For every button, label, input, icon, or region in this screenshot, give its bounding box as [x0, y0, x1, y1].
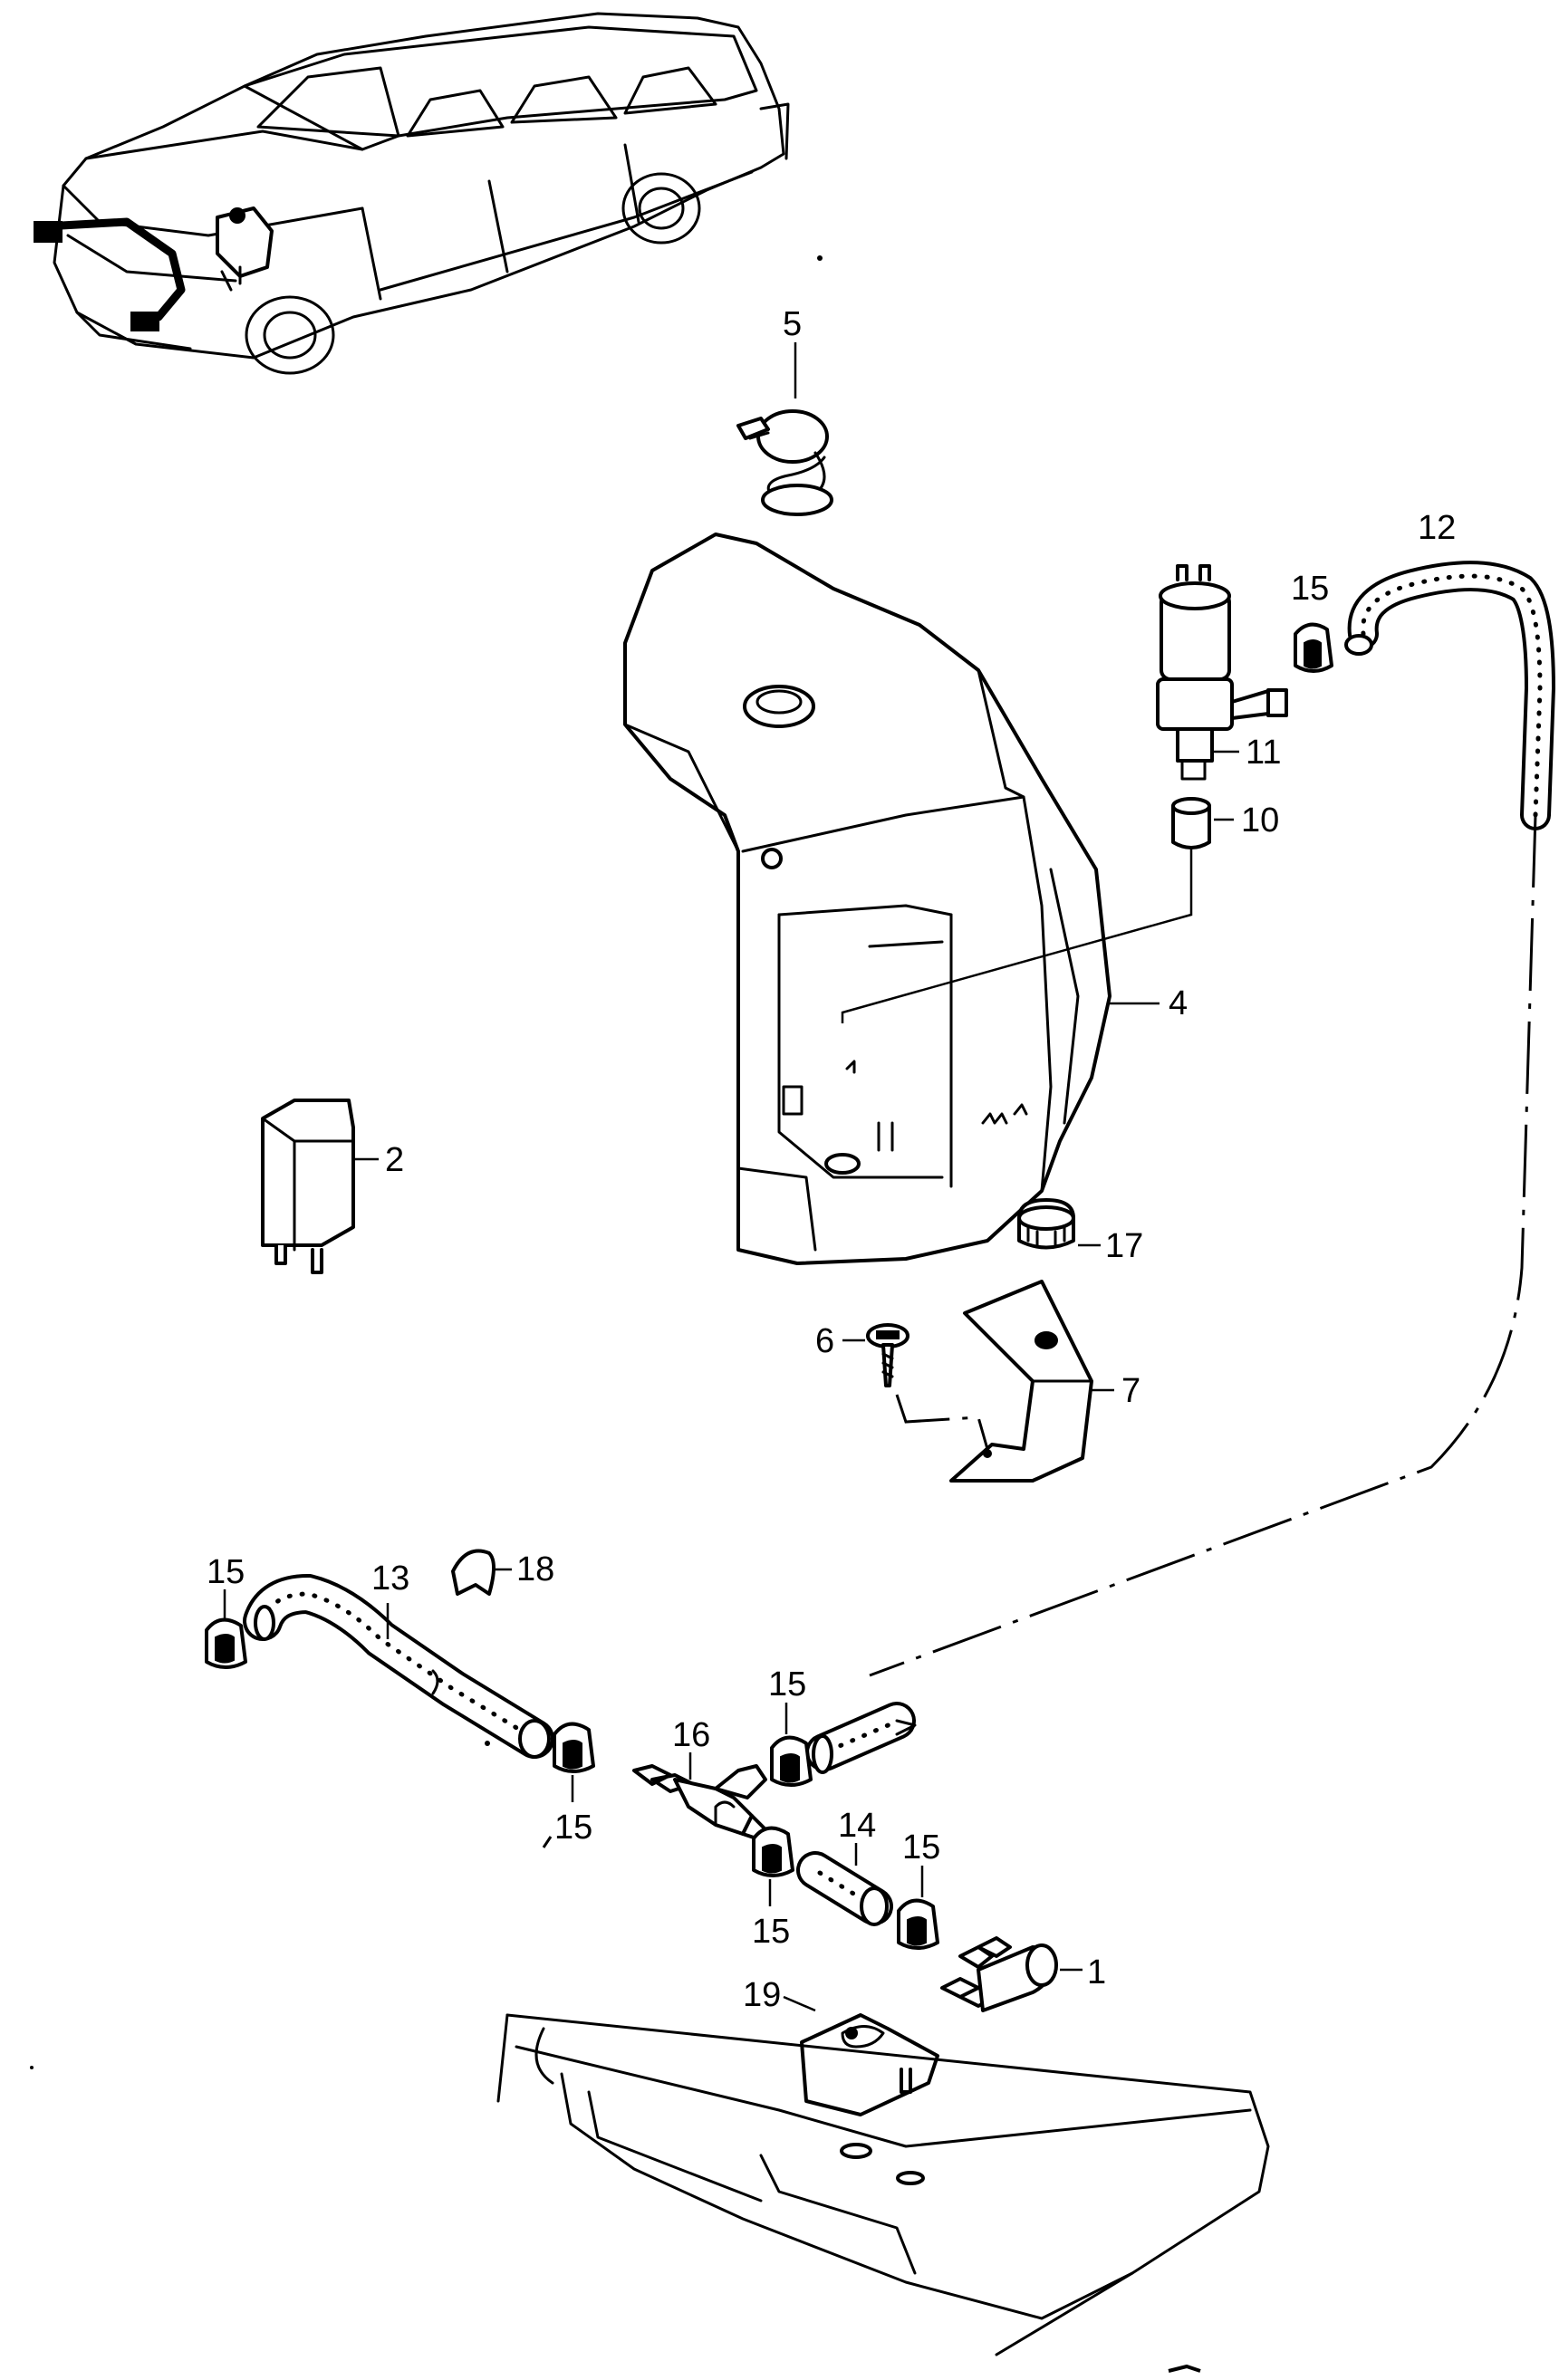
- callout-18: 18: [516, 1550, 554, 1588]
- callout-1: 1: [1087, 1953, 1106, 1991]
- callout-15-lower: 15: [752, 1913, 790, 1951]
- part-13-hose: [243, 1573, 554, 1759]
- callout-14: 14: [838, 1807, 876, 1845]
- part-6-screw: [842, 1323, 989, 1450]
- callout-6: 6: [815, 1322, 834, 1360]
- part-16-t-connector: [632, 1752, 767, 1840]
- callout-7: 7: [1121, 1372, 1140, 1410]
- part-7-bracket: [949, 1280, 1114, 1483]
- part-11-washer-pump: [1156, 564, 1288, 781]
- part-1-spray-nozzle: [940, 1936, 1083, 2012]
- part-15-hose-clip-right: [770, 1703, 813, 1787]
- part-15-hose-clip-left: [205, 1589, 247, 1669]
- part-15-hose-clip-lower: [752, 1826, 794, 1906]
- part-19-nozzle-housing: [783, 1995, 939, 2116]
- part-18-clip: [451, 1549, 512, 1596]
- stray-dot: [817, 255, 823, 261]
- callout-19: 19: [743, 1976, 781, 2014]
- car-location-illustration: [34, 12, 790, 375]
- part-12-long-hose: [869, 561, 1556, 1677]
- callout-2: 2: [385, 1141, 404, 1179]
- stray-mark: [542, 1836, 553, 1848]
- part-15-hose-clip-far-right: [897, 1866, 939, 1950]
- callout-15-mid: 15: [554, 1809, 592, 1847]
- callout-11: 11: [1246, 734, 1281, 772]
- callout-17: 17: [1105, 1227, 1143, 1265]
- stray-dot-left: [30, 2066, 34, 2069]
- part-5-filler-cap: [736, 342, 833, 516]
- part-15-hose-clip-upper: [1294, 622, 1333, 673]
- callout-4: 4: [1169, 984, 1188, 1022]
- part-14-short-hose: [796, 1843, 893, 1926]
- callout-5: 5: [783, 305, 802, 343]
- part-12-hose-end: [805, 1702, 917, 1774]
- part-17-grommet: [1017, 1198, 1101, 1250]
- front-bumper: [496, 2013, 1270, 2373]
- callout-10: 10: [1241, 801, 1279, 840]
- part-2-relay: [261, 1099, 379, 1274]
- callout-15-far-right: 15: [902, 1828, 940, 1867]
- callout-12: 12: [1418, 509, 1456, 547]
- callout-15-left: 15: [207, 1553, 245, 1591]
- part-10-grommet: [841, 797, 1211, 1023]
- part-15-hose-clip-mid: [553, 1722, 595, 1802]
- callout-13: 13: [371, 1559, 409, 1598]
- callout-15-right: 15: [768, 1665, 806, 1703]
- callout-16: 16: [672, 1716, 710, 1754]
- callout-15-upper: 15: [1291, 570, 1329, 608]
- part-4-washer-reservoir: [623, 533, 1112, 1265]
